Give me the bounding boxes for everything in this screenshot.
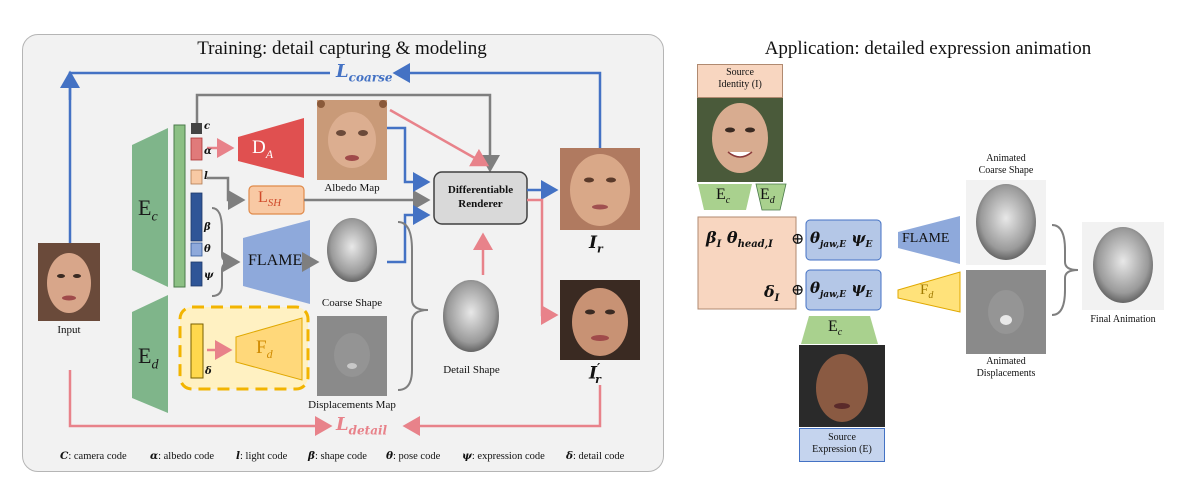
legend-albedo: α: albedo code [150, 450, 215, 462]
renderer-label: Differentiable Renderer [447, 184, 514, 210]
animated-coarse-caption: Animated Coarse Shape [978, 153, 1034, 176]
application-panel-title: Application: detailed expression animati… [764, 38, 1092, 59]
expr-code-bottom: θjaw,E ψE [810, 279, 873, 300]
lighting-label: LSH [258, 189, 282, 210]
detail-decoder-shape [235, 317, 303, 381]
training-panel-title: Training: detail capturing & modeling [197, 38, 487, 59]
encoder-ec-shape [132, 128, 168, 287]
source-identity-label: Source Identity (I) [718, 67, 762, 90]
legend-detail: δ: detail code [566, 450, 625, 462]
detail-caption: Detail Shape [443, 364, 500, 376]
legend-shape: β: shape code [308, 450, 367, 462]
source-expression-label: Source Expression (E) [812, 432, 872, 455]
source-identity-label-box [697, 64, 783, 98]
legend-pose: θ: pose code [386, 450, 441, 462]
final-animation-caption: Final Animation [1090, 314, 1156, 325]
expr-code-box-bottom [805, 269, 882, 311]
animated-disp-caption: Animated Displacements [976, 356, 1036, 379]
code-l-label: l [204, 171, 208, 182]
app-flame-shape [898, 216, 960, 264]
legend-expression: ψ: expression code [462, 450, 545, 462]
renderer-box [433, 171, 528, 225]
code-theta-label: θ [204, 244, 211, 255]
app-ed-label: Ed [760, 186, 775, 207]
code-delta-label: δ [205, 366, 212, 377]
app-fd-label: Fd [920, 282, 934, 301]
coarse-caption: Coarse Shape [321, 297, 383, 309]
flame-label: FLAME [248, 252, 303, 269]
code-alpha-label: α [204, 146, 212, 157]
flame-shape [243, 220, 310, 304]
ir-label: Ir [589, 233, 603, 256]
source-expression-label-box [799, 428, 885, 462]
coarse-loss-label: Lcoarse [336, 61, 393, 85]
app-ec-label: Ec [716, 186, 731, 207]
app-encoder-ec-shape [698, 184, 752, 210]
input-caption: Input [57, 324, 81, 336]
code-beta-label: β [204, 222, 211, 233]
app-encoder-ec-bottom-shape [801, 316, 878, 344]
oplus-top: ⊕ [791, 231, 805, 248]
app-flame-label: FLAME [902, 231, 950, 246]
encoder-ec-label: Ec [138, 195, 158, 225]
code-c-label: c [204, 121, 211, 132]
expr-code-box-top [805, 219, 882, 261]
encoder-ed-label: Ed [138, 343, 159, 373]
app-encoder-ed-shape [755, 183, 787, 211]
encoder-ed-shape [132, 295, 168, 413]
irp-label: I′r [589, 361, 601, 387]
identity-detail-code: δI [764, 282, 780, 305]
legend-camera: C: camera code [60, 450, 127, 462]
albedo-decoder-shape [238, 118, 304, 178]
identity-code-box [697, 216, 797, 310]
albedo-caption: Albedo Map [324, 182, 380, 194]
albedo-decoder-label: DA [252, 137, 274, 161]
detail-decoder-label: Fd [256, 337, 273, 361]
expr-code-top: θjaw,E ψE [810, 229, 873, 250]
detail-loss-arrow [68, 370, 333, 436]
disp-caption: Displacements Map [308, 399, 396, 411]
oplus-bottom: ⊕ [791, 282, 805, 299]
identity-shape-head-code: βI θhead,I [706, 228, 773, 251]
detail-loss-label: Ldetail [336, 414, 388, 438]
code-psi-label: ψ [204, 270, 214, 281]
legend-light: l: light code [236, 450, 288, 462]
app-ec-bottom-label: Ec [828, 318, 843, 339]
app-fd-shape [897, 271, 961, 313]
